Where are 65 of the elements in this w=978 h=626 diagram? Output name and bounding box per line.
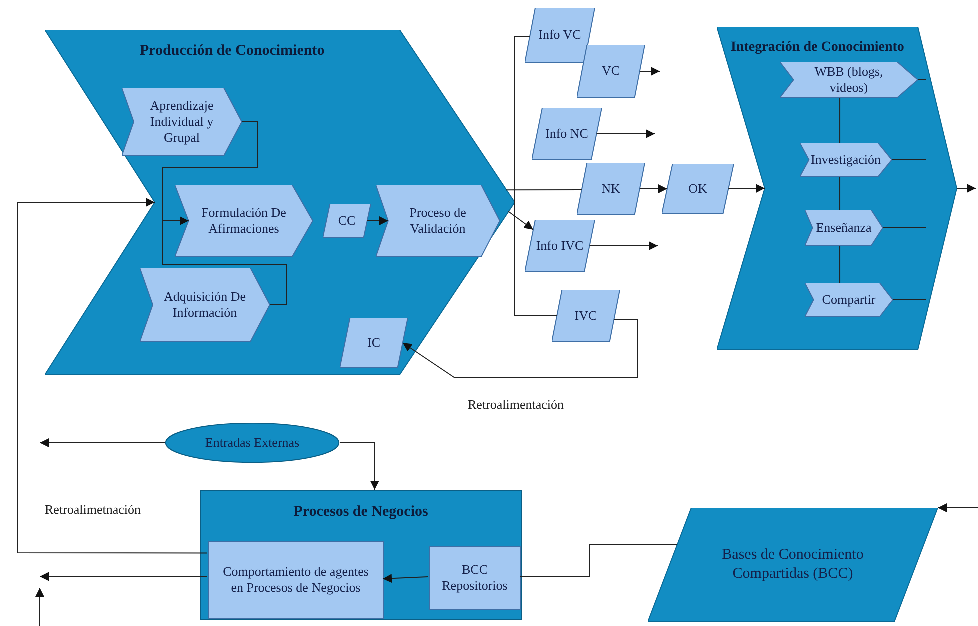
node-text: Proceso de Validación — [408, 204, 468, 238]
node-text: Bases de Conocimiento Compartidas (BCC) — [721, 546, 865, 584]
connector-arrow — [18, 198, 208, 554]
node-text: IC — [368, 334, 380, 352]
connector-arrow — [382, 574, 428, 584]
stage-title: Integración de Conocimiento — [731, 39, 904, 57]
process-box — [429, 546, 521, 610]
process-step — [140, 268, 270, 342]
connector-arrow — [40, 572, 208, 582]
node-text: Info NC — [546, 126, 588, 142]
connector-arrow — [40, 438, 166, 448]
node-text: Info VC — [538, 27, 582, 44]
node-text: IVC — [574, 308, 598, 324]
chevron-stage — [717, 27, 957, 350]
node-text: Entradas Externas — [205, 434, 300, 452]
database-parallelogram — [648, 508, 938, 622]
node-text: Comportamiento de agentes en Procesos de Negocios — [222, 564, 370, 596]
connector-arrow — [639, 67, 660, 76]
stage-title: Producción de Conocimiento — [140, 42, 325, 61]
process-box — [208, 541, 384, 619]
node-text: NK — [602, 180, 620, 198]
connector-arrow — [402, 320, 638, 378]
node-text: Enseñanza — [816, 220, 872, 236]
process-step — [175, 185, 313, 257]
data-parallelogram — [340, 318, 408, 368]
node-text: Investigación — [810, 152, 882, 168]
chevron-stage — [45, 30, 515, 375]
node-text: Aprendizaje Individual y Grupal — [149, 98, 215, 146]
process-step — [805, 210, 883, 246]
connector-arrow — [728, 184, 766, 194]
data-parallelogram — [323, 204, 371, 238]
process-step — [376, 185, 500, 257]
process-step — [122, 88, 242, 156]
process-step — [780, 62, 918, 98]
process-step — [800, 143, 892, 177]
node-text: Compartir — [822, 292, 876, 308]
node-text: Formulación De Afirmaciones — [200, 204, 288, 238]
connector-arrow — [508, 210, 534, 230]
node-text: CC — [338, 212, 356, 230]
node-text: Info IVC — [536, 238, 584, 254]
node-text: VC — [602, 63, 620, 80]
data-parallelogram — [532, 108, 602, 160]
node-text: Adquisición De Información — [163, 288, 247, 322]
node-text: BCC Repositorios — [441, 562, 509, 594]
connector-arrow — [956, 184, 976, 193]
connector-arrow — [639, 184, 668, 194]
connector-arrow — [596, 130, 656, 138]
feedback-label: Retroalimentación — [468, 396, 564, 414]
stage-title: Procesos de Negocios — [292, 503, 430, 522]
node-text: OK — [688, 180, 708, 198]
process-panel — [200, 490, 522, 620]
connector-arrow — [938, 504, 978, 512]
data-parallelogram — [525, 220, 595, 272]
feedback-label: Retroalimetnación — [45, 501, 142, 519]
data-parallelogram — [577, 163, 645, 215]
data-parallelogram — [577, 45, 645, 98]
connector-arrow — [162, 216, 288, 306]
connector-arrow — [340, 442, 380, 490]
data-parallelogram — [662, 164, 734, 214]
process-step — [805, 283, 893, 317]
data-parallelogram — [525, 8, 595, 63]
node-text: WBB (blogs, videos) — [814, 64, 884, 96]
data-parallelogram — [552, 290, 620, 342]
connector-arrow — [589, 242, 658, 250]
connector-arrow — [366, 216, 389, 226]
